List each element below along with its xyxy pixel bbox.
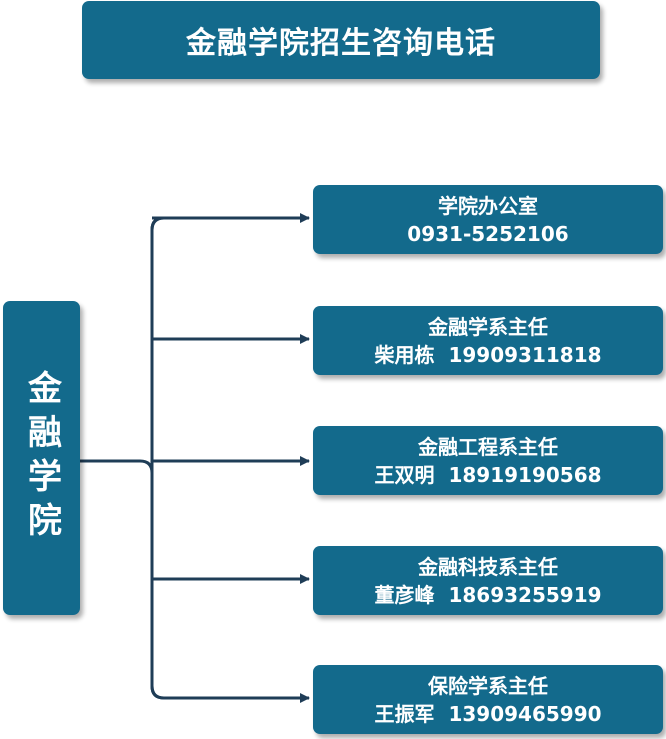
trunk-line <box>80 459 154 474</box>
node-insurance-dept: 保险学系主任 王振军 13909465990 <box>313 665 663 734</box>
node-phone: 0931-5252106 <box>407 221 569 246</box>
node-person: 董彦峰 <box>374 582 435 607</box>
root-node-label: 金融学院 <box>21 370 62 546</box>
node-contact: 董彦峰 18693255919 <box>374 581 601 609</box>
node-title: 金融工程系主任 <box>418 434 558 459</box>
node-contact: 0931-5252106 <box>407 220 568 248</box>
title-banner: 金融学院招生咨询电话 <box>82 1 600 79</box>
node-phone: 13909465990 <box>448 701 602 726</box>
node-phone: 18919190568 <box>448 462 602 487</box>
arrow-to-node-5 <box>150 685 310 703</box>
node-contact: 王振军 13909465990 <box>374 700 601 728</box>
node-title: 学院办公室 <box>438 193 538 218</box>
node-person: 王振军 <box>374 701 435 726</box>
vertical-spine <box>150 216 165 700</box>
node-fintech-dept: 金融科技系主任 董彦峰 18693255919 <box>313 546 663 615</box>
node-contact: 王双明 18919190568 <box>374 461 601 489</box>
node-title: 金融科技系主任 <box>418 554 558 579</box>
node-college-office: 学院办公室 0931-5252106 <box>313 185 663 254</box>
node-person: 王双明 <box>374 462 435 487</box>
node-title: 保险学系主任 <box>428 673 548 698</box>
page-title: 金融学院招生咨询电话 <box>186 26 496 61</box>
node-phone: 18693255919 <box>448 582 602 607</box>
node-person: 柴用栋 <box>374 342 435 367</box>
node-finance-dept: 金融学系主任 柴用栋 19909311818 <box>313 306 663 375</box>
root-node: 金融学院 <box>3 301 80 615</box>
node-contact: 柴用栋 19909311818 <box>374 341 601 369</box>
node-phone: 19909311818 <box>448 342 602 367</box>
node-financial-engineering-dept: 金融工程系主任 王双明 18919190568 <box>313 426 663 495</box>
arrow-to-node-1 <box>150 213 310 231</box>
node-title: 金融学系主任 <box>428 314 548 339</box>
